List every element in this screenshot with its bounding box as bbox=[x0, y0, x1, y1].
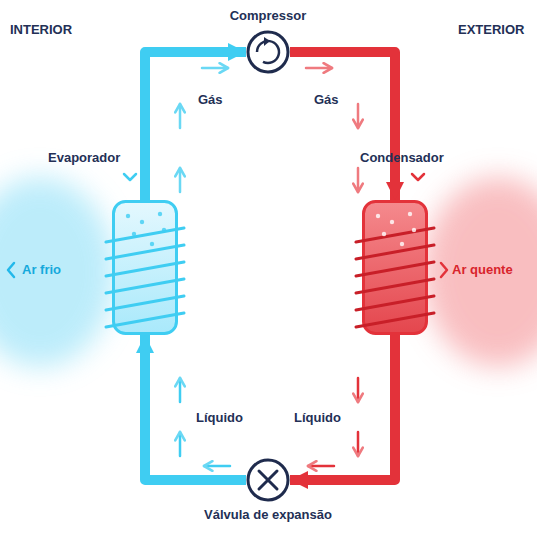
air-label: Ar frio bbox=[22, 262, 61, 278]
valve-outline bbox=[246, 458, 290, 502]
compressor: Compressor bbox=[246, 30, 290, 74]
coil-winding bbox=[356, 296, 434, 310]
evaporator-coil: Evaporador bbox=[112, 200, 178, 335]
bubble bbox=[158, 212, 162, 216]
expansion-valve: Válvula de expansão bbox=[246, 458, 290, 502]
bubble bbox=[132, 232, 136, 236]
compressor-body bbox=[248, 32, 288, 72]
coil-winding bbox=[106, 279, 184, 293]
bubble bbox=[412, 228, 416, 232]
coil-winding bbox=[356, 313, 434, 327]
node-label: Válvula de expansão bbox=[204, 507, 332, 523]
state-label: Líquido bbox=[294, 410, 341, 426]
valve-body bbox=[248, 460, 288, 500]
warm-air-chevron bbox=[441, 263, 447, 277]
node-label: Evaporador bbox=[48, 150, 120, 166]
coil-winding bbox=[356, 262, 434, 276]
refrigerant-pipe bbox=[145, 52, 246, 200]
bubble bbox=[126, 214, 130, 218]
coil-winding bbox=[106, 313, 184, 327]
state-label: Gás bbox=[198, 92, 223, 108]
coil-winding bbox=[356, 228, 434, 242]
coil-winding bbox=[106, 296, 184, 310]
compressor-outline bbox=[246, 30, 290, 74]
bubble bbox=[408, 212, 412, 216]
rotation-symbol bbox=[257, 41, 279, 63]
coil-outline bbox=[112, 200, 178, 335]
bubble bbox=[376, 214, 380, 218]
node-label: Compressor bbox=[230, 8, 307, 24]
condenser-coil: Condensador bbox=[362, 200, 428, 335]
bubble bbox=[140, 220, 144, 224]
node-label: Condensador bbox=[360, 150, 444, 166]
bubble bbox=[150, 242, 154, 246]
air-label: Ar quente bbox=[452, 262, 513, 278]
warm-air-cloud bbox=[423, 177, 537, 367]
refrigerant-pipe bbox=[290, 335, 395, 480]
region-label: EXTERIOR bbox=[458, 22, 524, 38]
coil-winding bbox=[356, 245, 434, 259]
label-chevron bbox=[124, 174, 136, 180]
flow-arrows bbox=[180, 68, 358, 466]
bubble bbox=[162, 228, 166, 232]
state-label: Gás bbox=[314, 92, 339, 108]
region-label: INTERIOR bbox=[10, 22, 72, 38]
state-label: Líquido bbox=[196, 410, 243, 426]
coil-outline bbox=[362, 200, 428, 335]
bubble bbox=[390, 220, 394, 224]
rotation-arrowhead bbox=[264, 37, 270, 46]
refrigerant-pipe bbox=[145, 335, 246, 480]
coil-winding bbox=[106, 262, 184, 276]
cold-air-chevron bbox=[8, 263, 14, 277]
label-chevron bbox=[412, 174, 424, 180]
bubble bbox=[382, 232, 386, 236]
coil-winding bbox=[106, 245, 184, 259]
coil-winding bbox=[356, 279, 434, 293]
cold-air-cloud bbox=[0, 177, 115, 367]
coil-winding bbox=[106, 228, 184, 242]
valve-cross bbox=[259, 471, 277, 489]
bubble bbox=[400, 242, 404, 246]
refrigerant-pipe bbox=[290, 52, 395, 200]
